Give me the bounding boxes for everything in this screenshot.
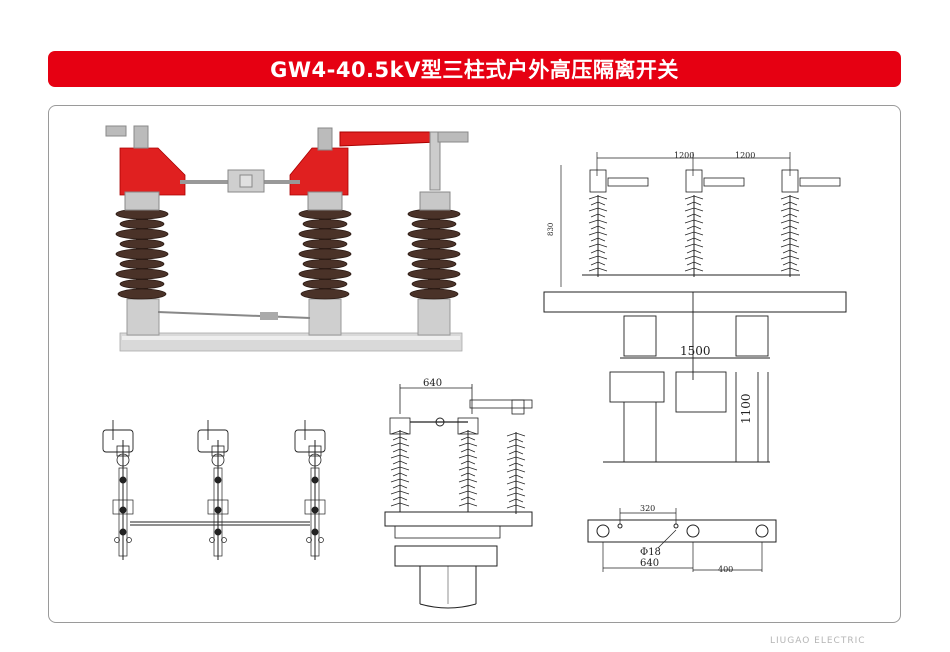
switch-photo	[105, 125, 469, 352]
base-plate-drawing: 320 Φ18 640 400	[587, 504, 777, 574]
side-elevation-drawing: 640	[384, 378, 533, 609]
page-title: GW4-40.5kV型三柱式户外高压隔离开关	[270, 58, 679, 82]
dim-640-top: 640	[423, 378, 442, 389]
dim-1200-right: 1200	[735, 151, 755, 160]
dim-640-plate: 640	[640, 558, 659, 569]
dim-400: 400	[718, 565, 733, 574]
footer-brand: LIUGAO ELECTRIC	[770, 636, 866, 646]
dim-320: 320	[640, 504, 655, 513]
title-banner: GW4-40.5kV型三柱式户外高压隔离开关	[48, 51, 901, 87]
front-elevation-drawing: 1200 1200 830	[543, 151, 847, 463]
dim-phi18: Φ18	[640, 547, 661, 558]
plan-view-drawing	[102, 420, 326, 561]
dim-1100: 1100	[739, 393, 753, 424]
dim-1500: 1500	[680, 344, 711, 358]
dim-830: 830	[547, 223, 555, 236]
dim-1200-left: 1200	[674, 151, 694, 160]
